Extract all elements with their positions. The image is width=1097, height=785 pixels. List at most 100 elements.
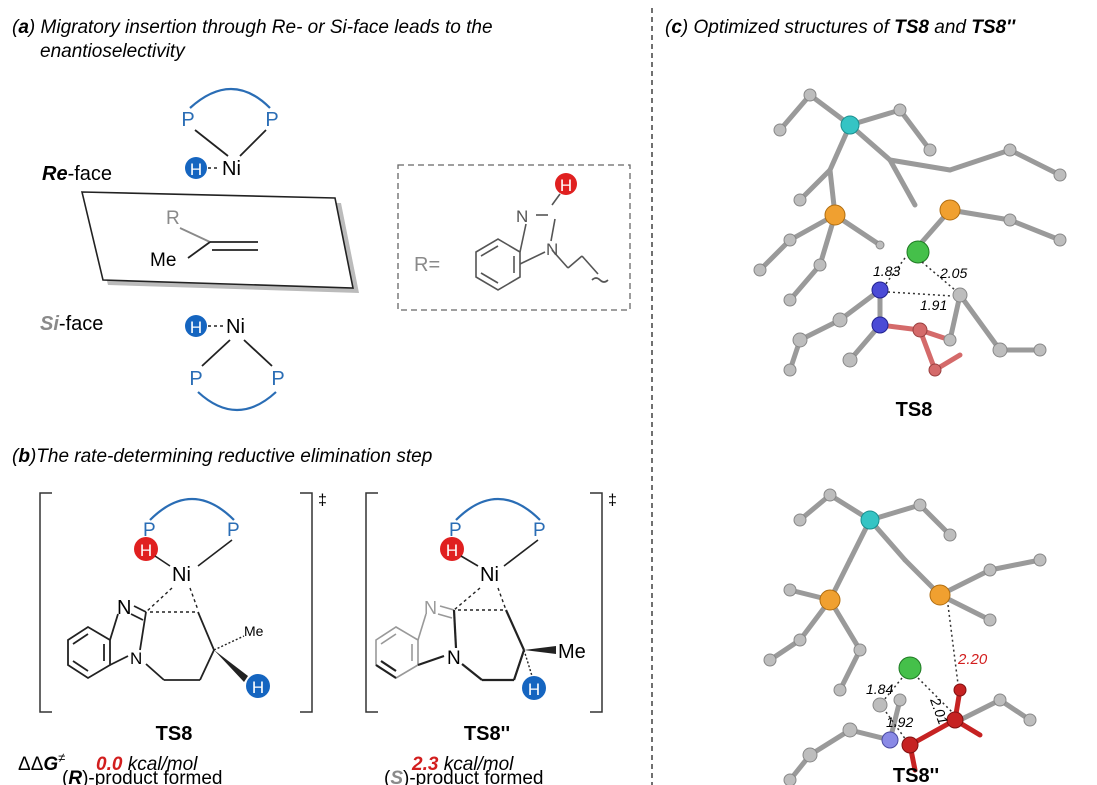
ts8pp-bracket-right (590, 492, 603, 713)
ts8pp-bz-db1 (380, 633, 397, 645)
ts8-n-atom-3d-1 (871, 281, 889, 299)
re-face-prefix: Re (42, 163, 68, 185)
ts8-energy-value: 0.0 (96, 754, 123, 775)
r-hydrogen-label: H (560, 176, 572, 195)
ddg-delta: ΔΔ (18, 754, 44, 775)
ts8pp-n-atom-3d-1 (881, 731, 899, 749)
ts8pp-energy-unit: kcal/mol (438, 754, 514, 775)
ts8pp-n-c-single (439, 605, 455, 611)
ts8-sub-atom (912, 322, 928, 338)
re-face-label: Re-face (42, 163, 112, 185)
ts8-c-atom-3d (952, 287, 968, 303)
r-box-frame (397, 164, 631, 311)
ts8pp-dagger: ‡ (608, 492, 617, 509)
ts8-dist-3: 1.91 (920, 297, 947, 313)
ts8pp-hydride-label: H (446, 541, 458, 560)
ts8pp-dist-3: 2.01 (927, 695, 952, 727)
re-p-left: P (181, 109, 194, 131)
chain-2 (567, 255, 583, 269)
ts8pp-3d-label: TS8'' (893, 765, 939, 785)
ts8-n-atom-3d-2 (871, 316, 889, 334)
si-face-label: Si-face (40, 313, 103, 335)
ts8-phosphine-arc (149, 498, 235, 521)
ts8-p-ni-bond (197, 539, 233, 567)
ts8pp-product-suffix: )-product formed (403, 768, 543, 785)
re-phosphine-arc (189, 88, 271, 109)
ts8-ring-3 (199, 649, 215, 681)
ts8pp-methine-h-label: H (528, 680, 540, 699)
ts8pp-energy-value: 2.3 (411, 754, 439, 775)
re-face-suffix: -face (68, 163, 112, 185)
ts8pp-bz-nb-bond (417, 654, 445, 667)
ts8pp-model-bonds (767, 492, 1043, 783)
ts8-bracket-right (300, 492, 313, 713)
si-p-right: P (271, 368, 284, 390)
ts8-n-c-single (133, 605, 147, 613)
benzene-db3 (480, 272, 499, 284)
ts8pp-c-nb-bond (452, 609, 458, 649)
ts8pp-h-hash (523, 649, 533, 677)
ts8pp-model-contacts (883, 604, 959, 741)
ts8pp-c-n-bond (417, 613, 427, 641)
attachment-squiggle (591, 277, 609, 283)
ts8pp-bracket-left (365, 492, 378, 713)
imid-bond-3 (550, 218, 556, 242)
ts8-c-nb-bond (139, 611, 147, 651)
ts8pp-me-wedge (524, 646, 556, 654)
ts8-ni-atom: Ni (172, 564, 191, 586)
paren-close: ) (27, 17, 41, 38)
ts8pp-n-top: N (424, 598, 437, 618)
ts8-energy-unit: kcal/mol (122, 754, 198, 775)
ts8pp-3d-model: 2.20 1.84 2.01 1.92 (763, 488, 1047, 785)
panel-c-title-and: and (929, 17, 971, 38)
ts8pp-product-config: S (390, 768, 403, 785)
paren-open: ( (12, 446, 20, 467)
ts8-ni-c-dash (145, 587, 173, 613)
ts8-p-left: P (143, 520, 156, 541)
ts8-model-contacts (884, 257, 956, 297)
benzene-db1 (480, 245, 499, 257)
re-face-ni-complex: P P Ni H (181, 88, 279, 180)
ts8pp-p-left: P (449, 520, 462, 541)
ts8pp-ni-c2-dash (497, 587, 507, 611)
ts8pp-dist-2: 1.84 (866, 681, 893, 697)
ts8pp-benzo-grey (375, 605, 455, 679)
ts8-dist-2: 2.05 (939, 265, 967, 281)
alkene-me-bond (187, 241, 211, 259)
si-phosphine-arc (197, 391, 277, 412)
ts8-3d-label: TS8 (896, 399, 933, 421)
ts8pp-skeleton (375, 609, 526, 682)
alkene-me-label: Me (150, 250, 176, 271)
ts8-c-n-bond (109, 613, 119, 641)
ts8pp-label: TS8'' (464, 723, 510, 745)
ts8-ring-1 (145, 663, 165, 681)
ts8pp-hydride-ball (440, 537, 464, 561)
re-p-ni-bond-right (239, 129, 267, 157)
ts8-product-suffix: )-product formed (82, 768, 222, 785)
alkene-plane: R Me (80, 191, 359, 293)
paren-open: ( (665, 17, 673, 38)
ts8-p-atom-left (824, 204, 846, 226)
ts8-methine-h-ball (246, 674, 270, 698)
chain-3 (581, 255, 599, 275)
si-p-ni-bond-left (201, 339, 231, 367)
ts8pp-dist-1: 2.20 (957, 651, 988, 668)
paren-open: ( (12, 17, 20, 38)
ts8-energy: 0.0 kcal/mol (96, 754, 198, 775)
re-p-right: P (265, 109, 278, 131)
ts8pp-sub-atom-1 (901, 736, 919, 754)
ts8pp-product-paren: ( (384, 768, 391, 785)
ts8-3d-model: 1.83 2.05 1.91 (753, 88, 1067, 377)
ts8pp-ring-1 (461, 663, 483, 681)
panel-c-title-ts1: TS8 (894, 17, 929, 38)
si-face-suffix: -face (59, 313, 103, 335)
alkene-r-bond (179, 227, 211, 243)
panel-a-letter: a (18, 17, 29, 38)
ts8pp-bz-edge-dark (375, 664, 397, 679)
paren-close: ) (28, 446, 36, 467)
ts8pp-n-bottom: N (447, 648, 461, 669)
c-h-bond (551, 193, 561, 206)
ts8-product-paren: ( (62, 768, 69, 785)
si-face-prefix: Si (40, 313, 59, 335)
